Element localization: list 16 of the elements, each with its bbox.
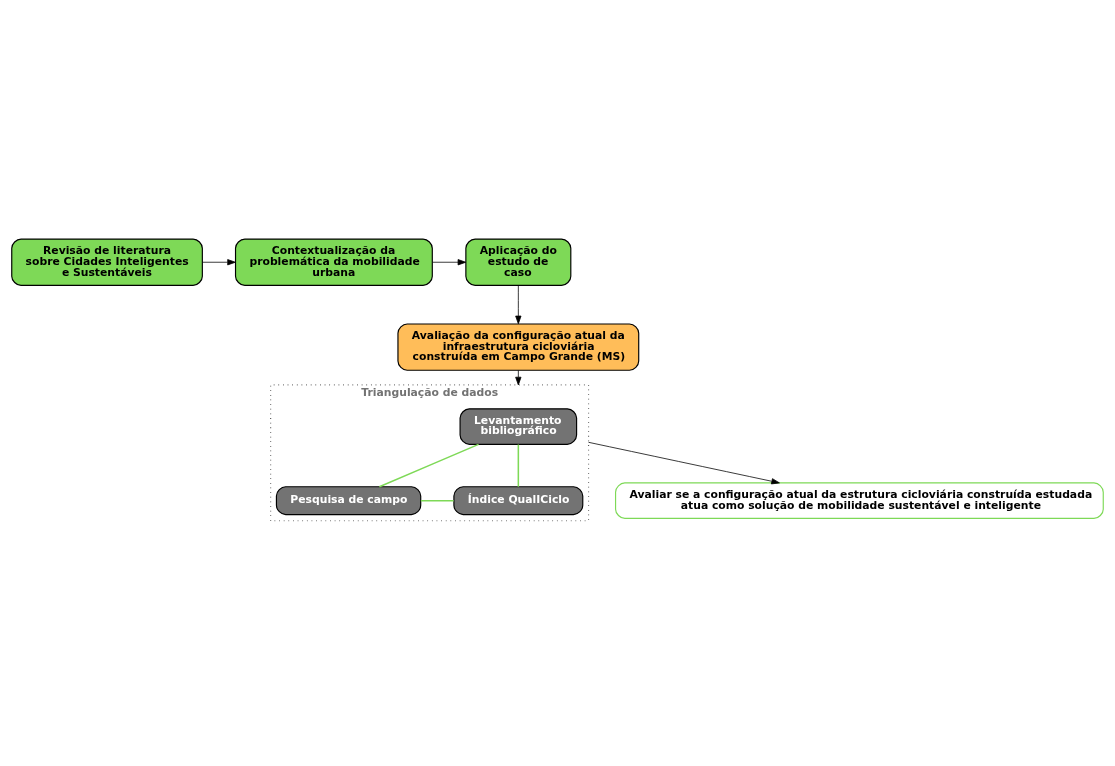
arrow	[202, 259, 236, 266]
arrow	[588, 441, 780, 485]
node-box: Levantamento bibliográfico	[459, 408, 578, 445]
node-box: Pesquisa de campo	[275, 486, 422, 516]
connector	[420, 499, 455, 502]
arrow	[515, 285, 522, 325]
arrow	[515, 370, 522, 386]
connector	[378, 443, 480, 488]
node-box: Contextualização da problemática da mobilidade urbana	[234, 238, 433, 286]
node-box: Índice QualICiclo	[453, 486, 584, 516]
node-box: Avaliar se a configuração atual da estrutura cicloviária construída estudada atua como solução de mobilidade sustentável e inteligente	[615, 482, 1104, 519]
node-box: Aplicação do estudo de caso	[465, 238, 572, 286]
node-box: Avaliação da configuração atual da infraestrutura cicloviária construída em Campo Grande (MS)	[397, 323, 640, 371]
connector	[517, 443, 520, 488]
node-box: Revisão de literatura sobre Cidades Inteligentes e Sustentáveis	[11, 238, 203, 286]
arrow	[432, 259, 467, 266]
